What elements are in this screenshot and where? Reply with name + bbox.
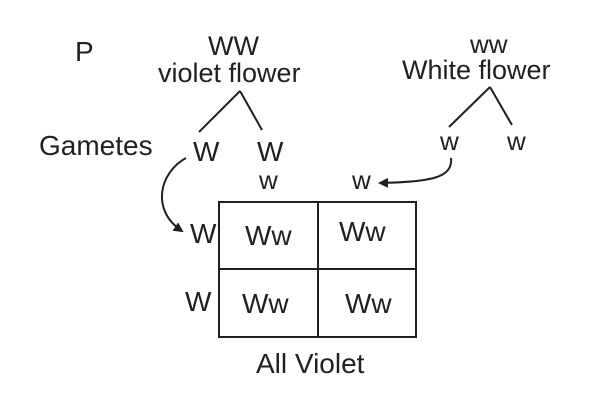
parent1-branch-left	[198, 90, 241, 133]
punnett-cell-1-2: Ww	[339, 216, 386, 247]
arrow-W-to-row	[160, 157, 187, 233]
gametes-label: Gametes	[39, 130, 153, 161]
parent1-genotype: WW	[208, 31, 259, 61]
parent-generation-label: P	[75, 36, 94, 67]
parent2-branch-left	[448, 86, 491, 128]
punnett-row-header-2: W	[185, 286, 212, 317]
parent1-branch-right	[239, 90, 263, 131]
punnett-cell-2-1: Ww	[242, 288, 289, 319]
punnett-column-header-1: w	[259, 165, 278, 195]
parent1-gamete-1: W	[193, 136, 220, 167]
parent2-branch-right	[489, 86, 513, 126]
result-label: All Violet	[256, 348, 365, 379]
punnett-cell-1-1: Ww	[245, 220, 292, 251]
parent1-phenotype: violet flower	[158, 58, 301, 88]
parent2-phenotype: White flower	[402, 55, 551, 85]
punnett-column-header-2: w	[352, 165, 371, 195]
parent1-gamete-2: W	[257, 136, 284, 167]
parent2-gamete-1: w	[440, 126, 459, 156]
parent2-genotype: ww	[470, 29, 508, 59]
punnett-row-header-1: W	[190, 218, 217, 249]
arrow-w-to-column	[378, 157, 453, 188]
punnett-cell-2-2: Ww	[345, 288, 392, 319]
parent2-gamete-2: w	[507, 126, 526, 156]
